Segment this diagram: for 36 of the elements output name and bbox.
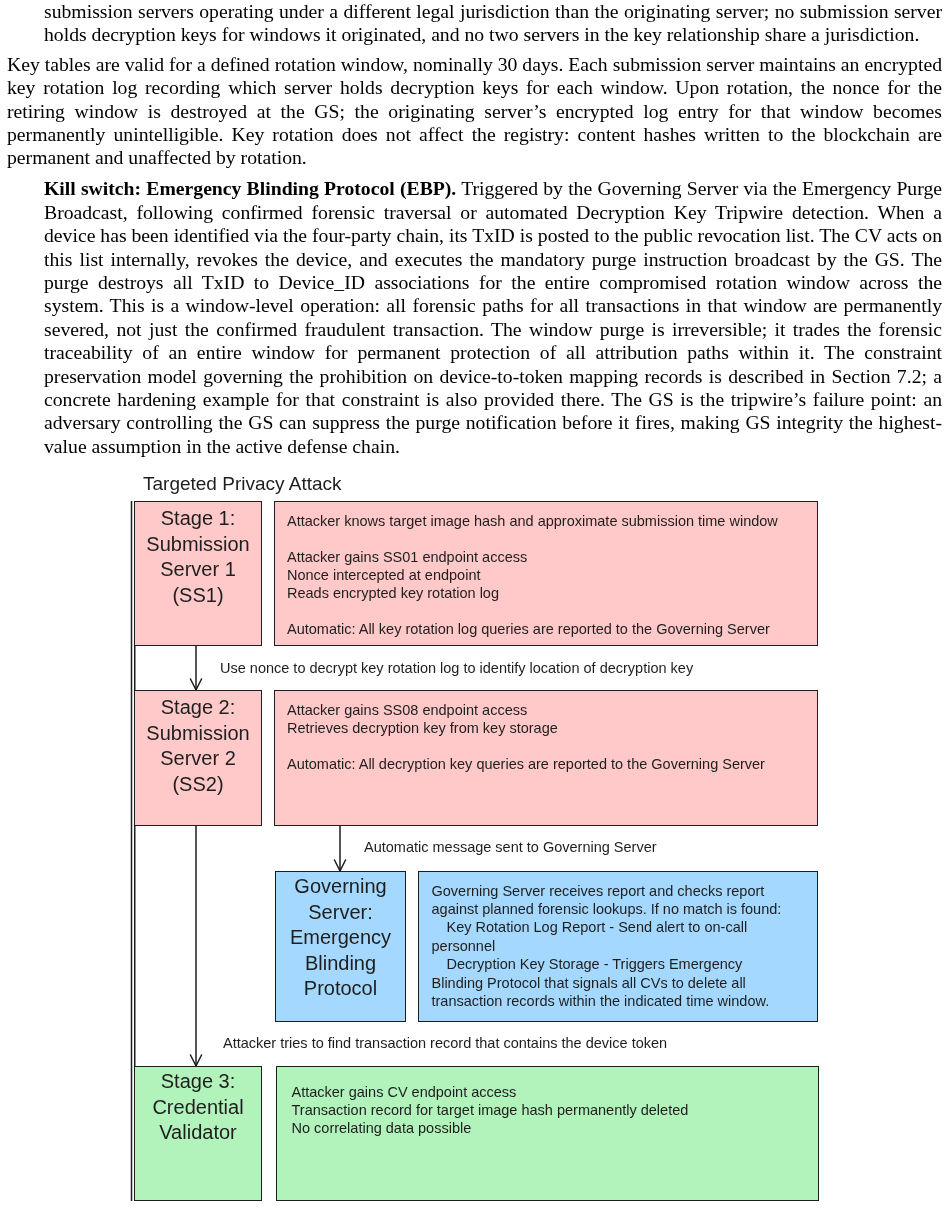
step-panel bbox=[274, 501, 818, 647]
step-text: Retrieves decryption key from key storage bbox=[287, 718, 559, 737]
body-paragraph: Kill switch: Emergency Blinding Protocol (EBP). Triggered by the Governing Server via the Emergency Purge Broadcast, following confirmed forensic traversal or automated Decryption Key Tripwire detection. When a device has been identified via the four-party chain, its TxID is posted to the public revocation list. The CV acts on this list internally, revokes the device, and executes the mandatory purge instruction broadcast by the GS. The purge destroys all TxID to Device_ID associations for the entire compromised rotation window across the system. This is a window-level operation: all forensic paths for all transactions in that window are permanently severed, not just the confirmed fraudulent transaction. The window purge is irreversible; it trades the forensic traceability of an entire window for permanent protection of all attribution paths within it. The constraint preservation model governing the prohibition on device-to-token mapping records is described in Section 7.2; a concrete hardening example for that constraint is also provided there. The GS is the tripwire’s failure point: an adversary controlling the GS can suppress the purge notification before it fires, making GS integrity the highest-value assumption in the active defense chain. bbox=[44, 177, 942, 459]
arrow bbox=[189, 645, 203, 691]
arrow bbox=[189, 825, 203, 1067]
step-text: Attacker gains CV endpoint access bbox=[291, 1082, 518, 1101]
step-text: Transaction record for target image hash permanently deleted bbox=[291, 1100, 690, 1119]
step-text: Reads encrypted key rotation log bbox=[287, 583, 500, 602]
diagram-title: Targeted Privacy Attack bbox=[143, 472, 342, 496]
protocol-text: Decryption Key Storage - Triggers Emergency Blinding Protocol that signals all CVs to delete all transaction records within the indicated time window. bbox=[431, 955, 771, 1011]
step-text: Attacker gains SS01 endpoint access bbox=[287, 547, 529, 566]
step-panel bbox=[276, 1066, 819, 1202]
edge-label: Automatic message sent to Governing Server bbox=[364, 838, 657, 857]
protocol-title: Governing Server: Emergency Blinding Protocol bbox=[288, 874, 393, 1002]
stage-title: Stage 3: Credential Validator bbox=[151, 1069, 245, 1146]
protocol-text: Key Rotation Log Report - Send alert to on-call personnel bbox=[431, 918, 749, 956]
body-paragraph: submission servers operating under a different legal jurisdiction than the originating server; no submission server holds decryption keys for windows it originated, and no two servers in the key relationship share a jurisdiction. bbox=[44, 0, 942, 47]
edge-label: Use nonce to decrypt key rotation log to identify location of decryption key bbox=[220, 659, 694, 678]
protocol-text: Governing Server receives report and checks report against planned forensic lookups. If no match is found: bbox=[431, 881, 783, 919]
protocol-panel bbox=[418, 871, 818, 1023]
step-text: Attacker gains SS08 endpoint access bbox=[287, 700, 529, 719]
stage-title: Stage 1: Submission Server 1 (SS1) bbox=[145, 506, 251, 608]
arrow bbox=[333, 825, 347, 872]
step-text: No correlating data possible bbox=[291, 1118, 473, 1137]
step-text: Attacker knows target image hash and approximate submission time window bbox=[287, 511, 779, 530]
stage-title: Stage 2: Submission Server 2 (SS2) bbox=[145, 695, 251, 797]
step-panel bbox=[274, 690, 818, 827]
stage-box bbox=[134, 501, 262, 647]
body-paragraph: Key tables are valid for a defined rotation window, nominally 30 days. Each submission server maintains an encrypted key rotation log recording which server holds decryption keys for each window. Upon rotation, the nonce for the retiring window is destroyed at the GS; the originating server’s encrypted log entry for that window becomes permanently unintelligible. Key rotation does not affect the registry: content hashes written to the blockchain are permanent and unaffected by rotation. bbox=[7, 52, 942, 170]
stage-box bbox=[134, 690, 262, 827]
step-text: Nonce intercepted at endpoint bbox=[287, 565, 482, 584]
edge-label: Attacker tries to find transaction record that contains the device token bbox=[223, 1034, 668, 1053]
protocol-box bbox=[275, 871, 406, 1023]
step-text: Automatic: All decryption key queries are reported to the Governing Server bbox=[287, 754, 766, 773]
step-text: Automatic: All key rotation log queries are reported to the Governing Server bbox=[287, 619, 771, 638]
stage-box bbox=[134, 1066, 262, 1202]
